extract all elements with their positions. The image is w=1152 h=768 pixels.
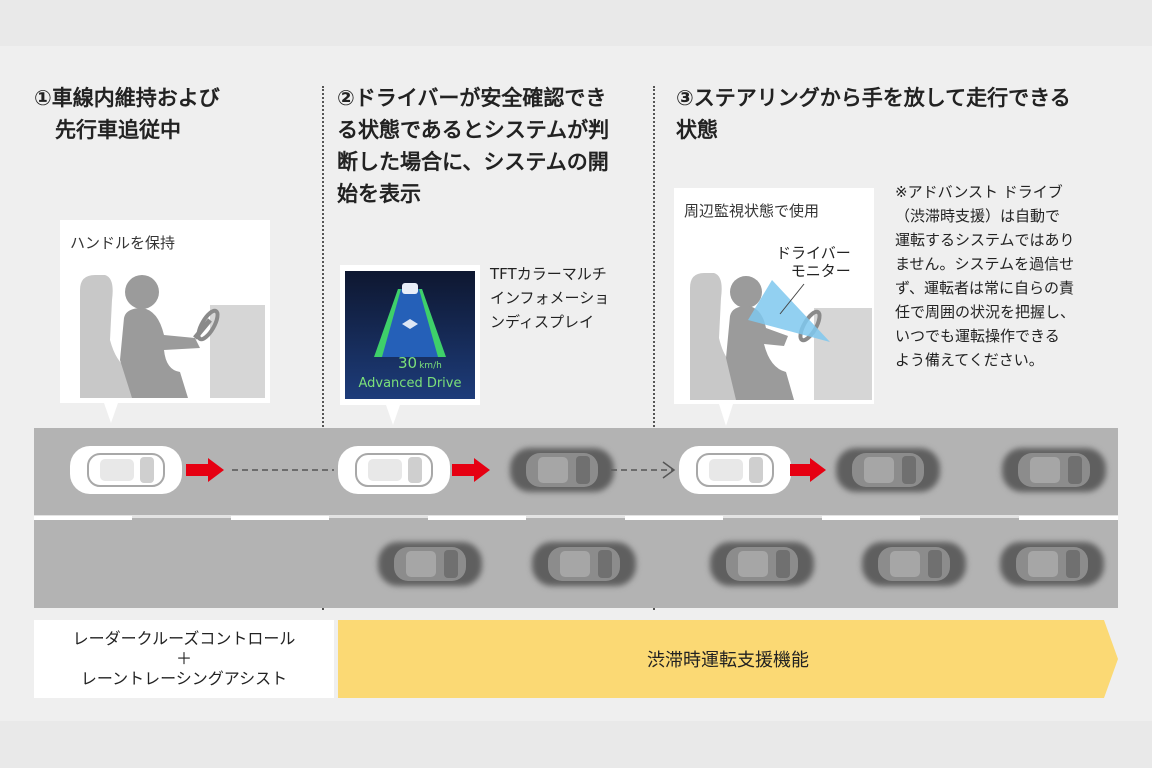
bubble-pointer (386, 405, 400, 425)
bubble-pointer (104, 403, 118, 423)
step-1-heading: ①車線内維持および 先行車追従中 (34, 86, 220, 142)
hold-wheel-label: ハンドルを保持 (70, 234, 176, 252)
car-icon (862, 542, 966, 586)
own-car-icon (69, 445, 183, 495)
monitor-field-of-view (748, 280, 830, 342)
road (34, 428, 1118, 608)
step-divider (653, 86, 655, 610)
car-icon (510, 448, 614, 492)
step-2-heading: ②ドライバーが安全確認できる状態であるとシステムが判 断した場合に、システムの開… (337, 86, 610, 206)
own-car-icon (678, 445, 792, 495)
step-divider (322, 86, 324, 610)
red-arrow-icon (186, 458, 826, 482)
tft-mode-label: Advanced Drive (358, 376, 462, 391)
driver-hands-on-illustration (80, 275, 265, 398)
car-icon (1000, 542, 1104, 586)
driver-hands-off-illustration (690, 273, 872, 400)
tft-caption: TFTカラーマルチインフォメーションディスプレイ (490, 265, 610, 331)
driver-monitor-label: ドライバー モニター (776, 244, 851, 280)
legend-right-label: 渋滞時運転支援機能 (647, 650, 809, 671)
tft-screen (345, 271, 475, 399)
car-icon (1002, 448, 1106, 492)
monitoring-label: 周辺監視状態で使用 (684, 202, 820, 220)
hold-wheel-bubble: ハンドルを保持 (60, 220, 270, 403)
monitoring-bubble: 周辺監視状態で使用 ドライバー モニター (674, 188, 874, 404)
car-icon (378, 542, 482, 586)
step-3-heading: ③ステアリングから手を放して走行できる状態 (676, 86, 1071, 142)
bubble-pointer (719, 404, 733, 426)
car-icon (532, 542, 636, 586)
own-car-icon (337, 445, 451, 495)
legend-acc-lta: レーダークルーズコントロール ＋ レーントレーシングアシスト (34, 620, 334, 698)
legend-traffic-jam-assist: 渋滞時運転支援機能 (338, 620, 1118, 698)
car-icon (710, 542, 814, 586)
lane-markings (34, 516, 1118, 520)
legend-arrow-bar (338, 620, 1118, 698)
car-icon (836, 448, 940, 492)
lead-car-icon (402, 283, 418, 294)
caution-note: ※アドバンスト ドライブ（渋滞時支援）は自動で 運転するシステムではありません。… (895, 183, 1076, 369)
